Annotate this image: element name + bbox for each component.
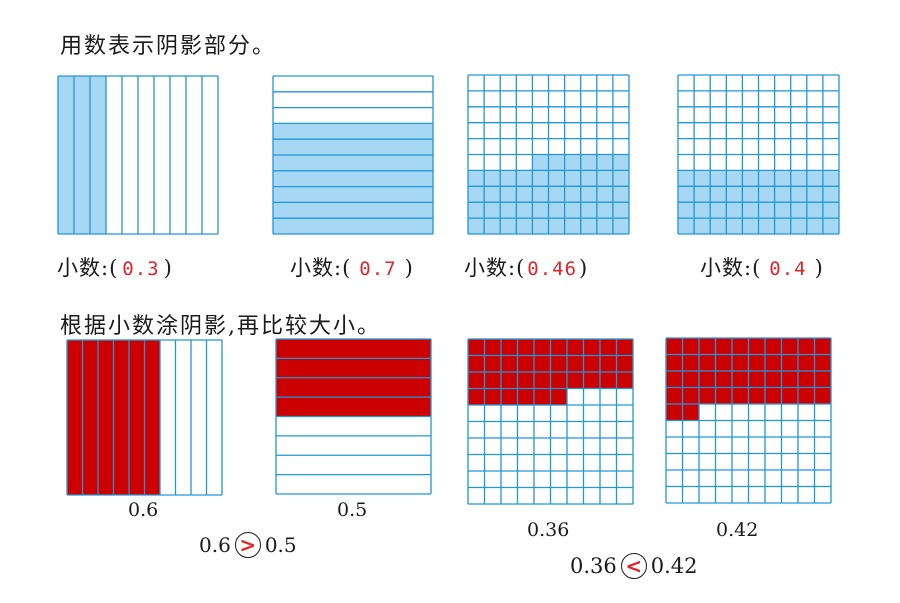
answer-value: 0.3 (122, 258, 160, 280)
figure-rows-0.5 (275, 338, 432, 495)
figure-label-0.6: 0.6 (128, 499, 159, 521)
figure-rows-0.7 (272, 75, 434, 235)
instruction-shade-and-compare: 根据小数涂阴影,再比较大小。 (60, 314, 381, 339)
comparison-symbol: < (620, 553, 647, 579)
shaded-row (276, 358, 431, 378)
answer-3: 小数:(0.46) (464, 252, 588, 282)
shaded-row (273, 123, 433, 140)
shaded-row (273, 218, 433, 234)
figure-hundred-0.42 (665, 337, 832, 504)
figure-label-0.36: 0.36 (527, 519, 570, 541)
comparison-symbol: > (234, 532, 261, 558)
shaded-column (82, 340, 98, 495)
answer-prefix: 小数:( (290, 256, 352, 280)
answer-prefix: 小数:( (57, 256, 119, 280)
comparison-right: 0.5 (264, 533, 297, 557)
instruction-represent-shaded: 用数表示阴影部分。 (60, 34, 277, 59)
answer-suffix: ) (579, 256, 589, 280)
answer-prefix: 小数:( (464, 256, 526, 280)
shaded-row (273, 155, 433, 171)
shaded-column (58, 76, 74, 234)
figure-label-0.42: 0.42 (716, 519, 759, 541)
shaded-column (67, 340, 83, 495)
comparison-2: 0.36 < 0.42 (570, 553, 698, 579)
shaded-row (276, 377, 431, 398)
figure-columns-0.3 (57, 75, 219, 235)
shaded-column (90, 76, 106, 234)
answer-value: 0.4 (769, 258, 807, 280)
answer-suffix: ) (814, 256, 824, 280)
figure-hundred-0.46 (467, 74, 630, 235)
shaded-row (276, 397, 431, 417)
comparison-left: 0.6 (199, 533, 231, 557)
figure-columns-0.6 (66, 339, 223, 496)
answer-4: 小数:( 0.4) (700, 252, 824, 282)
answer-2: 小数:( 0.7) (290, 252, 414, 282)
shaded-row (276, 339, 431, 359)
comparison-right: 0.42 (650, 554, 698, 578)
shaded-column (129, 340, 145, 495)
shaded-row (273, 186, 433, 203)
answer-1: 小数:(0.3) (57, 252, 173, 282)
shaded-column (144, 340, 160, 495)
answer-value: 0.7 (359, 258, 397, 280)
answer-suffix: ) (163, 256, 173, 280)
comparison-1: 0.6 > 0.5 (199, 532, 297, 558)
shaded-column (74, 76, 90, 234)
shaded-row (273, 139, 433, 155)
figure-hundred-0.36 (467, 338, 634, 505)
shaded-column (113, 340, 129, 495)
shaded-row (273, 170, 433, 187)
answer-value: 0.46 (527, 258, 578, 280)
figure-label-0.5: 0.5 (337, 499, 368, 521)
answer-suffix: ) (404, 256, 414, 280)
answer-prefix: 小数:( (700, 256, 762, 280)
shaded-column (98, 340, 114, 495)
figure-hundred-0.4 (677, 74, 840, 235)
shaded-row (273, 202, 433, 219)
comparison-left: 0.36 (570, 554, 617, 578)
